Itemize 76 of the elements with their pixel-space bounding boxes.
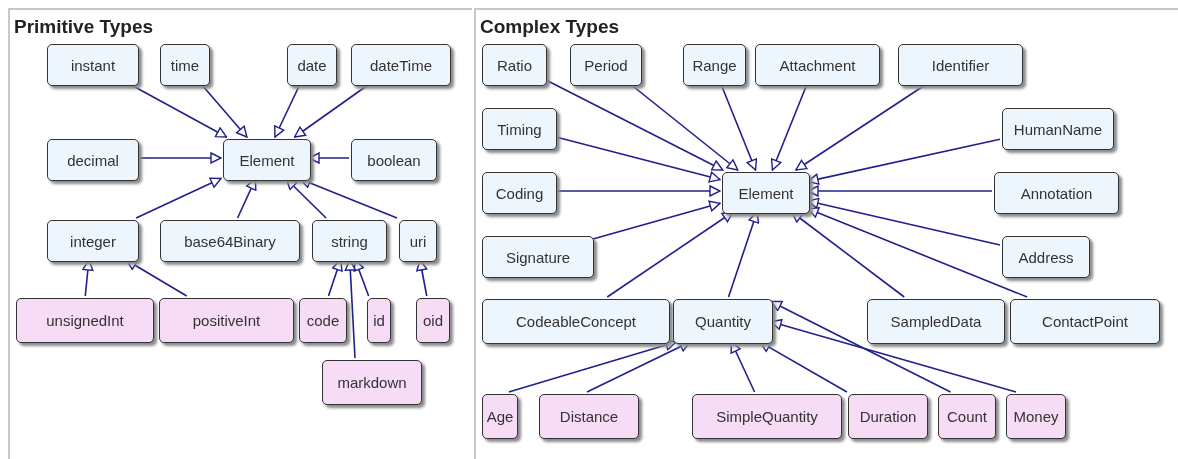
type-box: boolean (351, 139, 437, 181)
type-box: Count (938, 394, 996, 439)
type-box: time (160, 44, 210, 86)
type-box: Distance (539, 394, 639, 439)
arrow (544, 78, 724, 171)
type-box: SampledData (867, 299, 1005, 344)
arrow (586, 341, 691, 393)
panel-title: Primitive Types (14, 16, 154, 38)
arrow (606, 211, 734, 298)
type-box: Age (482, 394, 518, 439)
type-box: Identifier (898, 44, 1023, 86)
type-box: decimal (47, 139, 139, 181)
type-box: dateTime (351, 44, 451, 86)
arrow (770, 83, 808, 171)
panel (8, 8, 472, 459)
arrow (236, 178, 257, 219)
type-box: Range (683, 44, 746, 86)
type-box: integer (47, 220, 139, 262)
arrow (136, 152, 222, 164)
type-box: SimpleQuantity (692, 394, 842, 439)
arrow (591, 200, 721, 241)
type-box: base64Binary (160, 220, 300, 262)
type-box: uri (399, 220, 437, 262)
arrow (791, 211, 906, 298)
arrow (629, 83, 739, 171)
type-box: code (299, 298, 347, 343)
arrow (807, 185, 993, 197)
type-box: Duration (848, 394, 928, 439)
arrow (344, 259, 356, 359)
arrow (135, 177, 222, 219)
arrow (730, 341, 756, 393)
arrow (82, 259, 94, 297)
type-box: CodeableConcept (482, 299, 670, 344)
arrow (274, 83, 301, 138)
type-box: Element (722, 172, 810, 214)
arrow (554, 135, 721, 183)
type-box: oid (416, 298, 450, 343)
arrow (308, 152, 350, 164)
arrow (508, 339, 677, 393)
arrow (727, 211, 760, 298)
arrow (759, 341, 848, 393)
type-box: Timing (482, 108, 557, 150)
type-box: string (312, 220, 387, 262)
type-box: Money (1006, 394, 1066, 439)
arrow (720, 83, 758, 171)
type-box: id (367, 298, 391, 343)
type-box: Signature (482, 236, 594, 278)
type-box: HumanName (1002, 108, 1114, 150)
type-box: Coding (482, 172, 557, 214)
type-box: date (287, 44, 337, 86)
arrow (770, 300, 952, 393)
type-box: Address (1002, 236, 1090, 278)
type-box: ContactPoint (1010, 299, 1160, 344)
arrow (807, 197, 1001, 246)
arrow (770, 319, 1017, 393)
type-box: Attachment (755, 44, 880, 86)
arrow (200, 83, 248, 138)
type-box: instant (47, 44, 139, 86)
type-box: positiveInt (159, 298, 294, 343)
type-box: Period (570, 44, 642, 86)
type-box: Element (223, 139, 311, 181)
type-box: Quantity (673, 299, 773, 344)
arrow (299, 177, 398, 219)
arrow (807, 138, 1001, 185)
arrow (554, 185, 721, 197)
arrow (416, 259, 428, 297)
arrow (285, 178, 327, 219)
panel (474, 8, 1178, 459)
type-box: unsignedInt (16, 298, 154, 343)
panel-title: Complex Types (480, 16, 620, 38)
arrow (327, 259, 343, 297)
type-box: Annotation (994, 172, 1119, 214)
arrow (125, 259, 188, 297)
type-box: markdown (322, 360, 422, 405)
arrow (353, 259, 370, 297)
type-box: Ratio (482, 44, 547, 86)
